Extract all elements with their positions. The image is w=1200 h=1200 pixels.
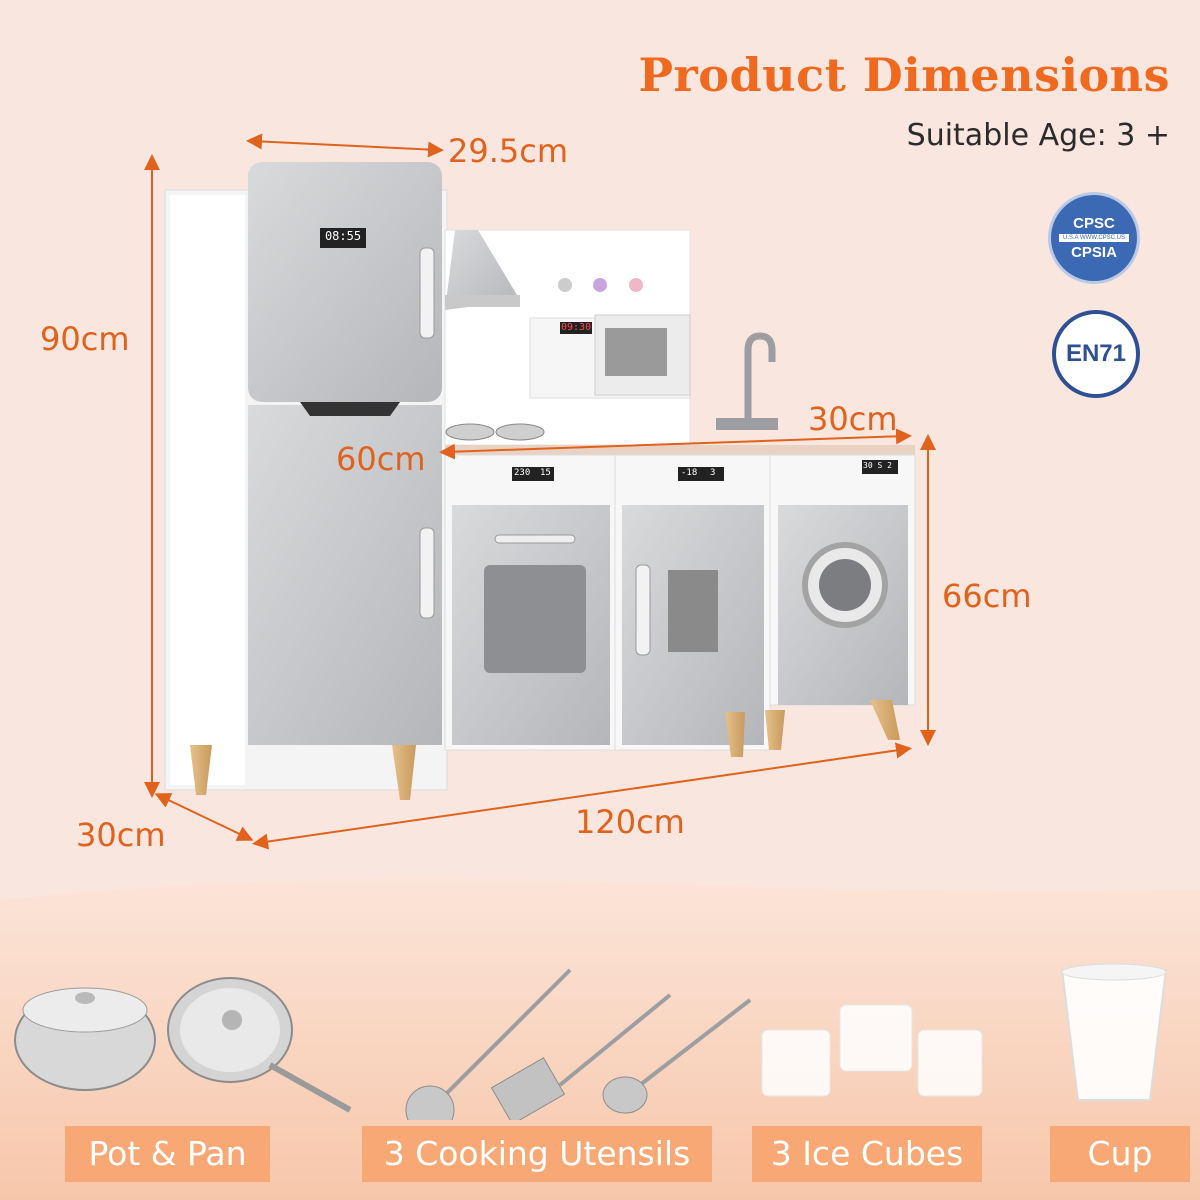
fridge-width-label: 29.5cm: [448, 132, 569, 170]
fridge-temp-display: 3: [710, 468, 716, 478]
counter-height-label: 66cm: [942, 577, 1032, 615]
cpsc-badge: CPSC U.S.A WWW.CPSC.US CPSIA: [1048, 192, 1140, 284]
washer-display: 30 S 2: [863, 461, 892, 470]
total-width-label: 120cm: [575, 803, 685, 841]
ice-cubes-icon: [761, 1004, 983, 1097]
fridge-clock: 08:55: [324, 229, 362, 243]
oven-temp-display: 230: [514, 468, 531, 478]
utensils-icon: [405, 968, 752, 1120]
freezer-temp-display: -18: [681, 468, 698, 478]
cpsc-badge-top: CPSC: [1073, 215, 1115, 232]
counter-depth-left-label: 60cm: [336, 440, 426, 478]
suitable-age: Suitable Age: 3 +: [906, 118, 1170, 153]
dimension-arrows: [144, 133, 936, 850]
page-title: Product Dimensions: [638, 48, 1170, 102]
accessory-label-ice-cubes: 3 Ice Cubes: [752, 1126, 982, 1182]
cpsc-badge-mid: U.S.A WWW.CPSC.US: [1058, 234, 1129, 242]
accessory-label-cup: Cup: [1050, 1126, 1190, 1182]
play-kitchen-illustration: [144, 133, 936, 850]
total-height-label: 90cm: [40, 320, 130, 358]
cup-icon: [1060, 963, 1168, 1101]
counter-cabinets: [444, 445, 916, 757]
accessory-label-pot-pan: Pot & Pan: [65, 1126, 270, 1182]
hood-and-shelf: [444, 229, 691, 446]
microwave-clock: 09:30: [561, 322, 592, 333]
base-depth-label: 30cm: [76, 816, 166, 854]
oven-time-display: 15: [540, 468, 551, 478]
pot-and-pan-icon: [14, 977, 352, 1113]
accessory-items: [14, 963, 1168, 1120]
en71-badge: EN71: [1052, 310, 1140, 398]
refrigerator: [164, 162, 448, 800]
cpsc-badge-bottom: CPSIA: [1071, 244, 1117, 261]
sink-faucet: [716, 332, 778, 430]
counter-depth-right-label: 30cm: [808, 400, 898, 438]
panel-curve: [0, 860, 1200, 900]
accessory-label-utensils: 3 Cooking Utensils: [362, 1126, 712, 1182]
en71-badge-text: EN71: [1065, 340, 1127, 367]
